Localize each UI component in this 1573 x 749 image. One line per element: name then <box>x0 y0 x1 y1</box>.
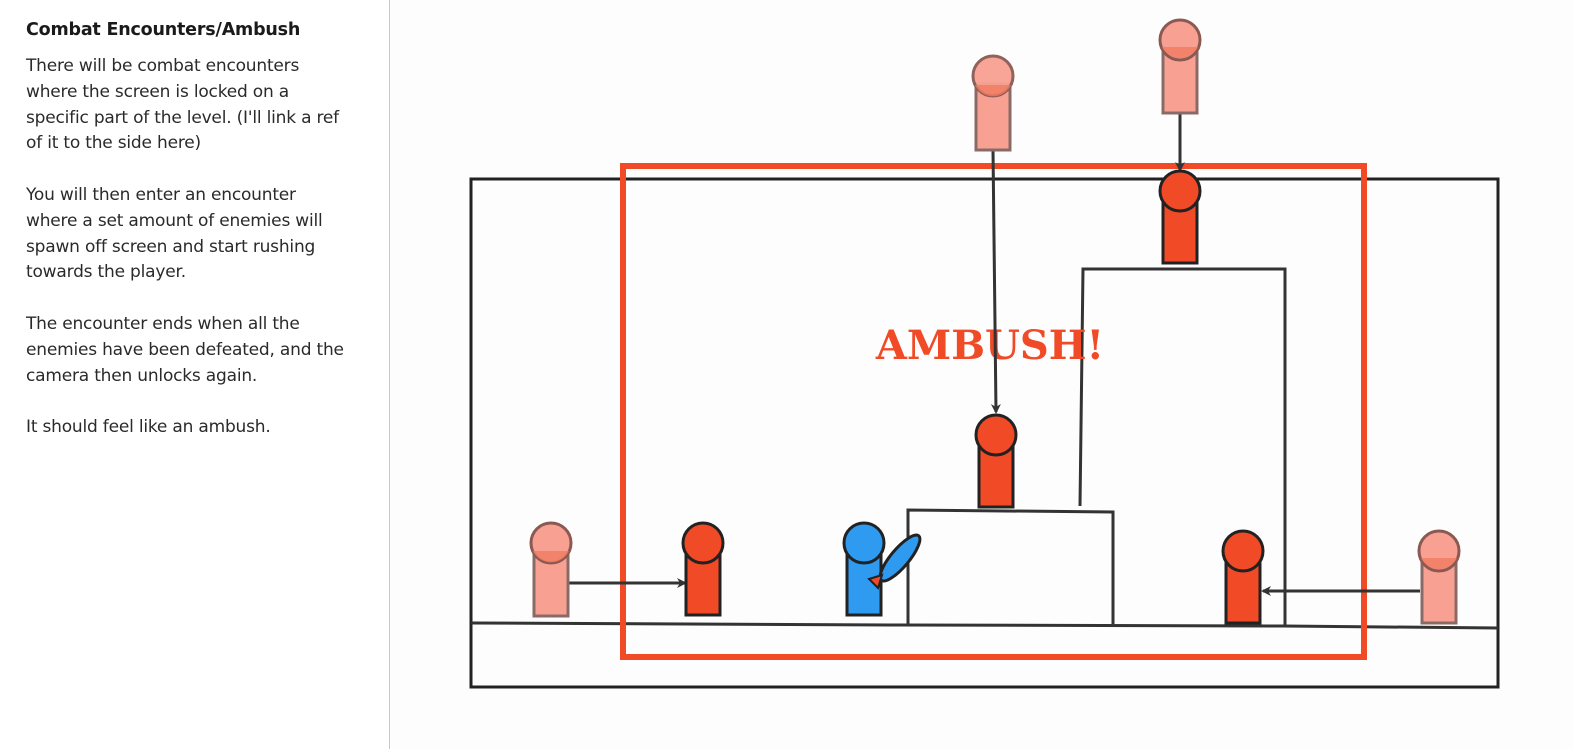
ghost-enemy-top-left <box>971 54 1015 152</box>
player-character <box>842 521 922 617</box>
paragraph: There will be combat encounters where th… <box>26 56 339 154</box>
level-frame <box>469 177 1500 689</box>
enemy-left <box>681 521 725 617</box>
enemy-top-platform <box>1158 169 1202 265</box>
enemy-right <box>1221 529 1265 625</box>
tall-platform <box>1078 267 1287 626</box>
paragraph: It should feel like an ambush. <box>26 417 271 438</box>
enemy-center <box>974 413 1018 509</box>
ghost-enemy-top-right <box>1158 18 1202 115</box>
sword-icon <box>867 533 922 590</box>
spawn-arrow-top-left <box>990 149 1001 414</box>
low-platform <box>906 508 1115 624</box>
ghost-enemy-left <box>529 521 573 618</box>
section-title: Combat Encounters/Ambush <box>26 20 301 40</box>
section-body: There will be combat encounters where th… <box>26 54 346 467</box>
ambush-label: AMBUSH! <box>875 322 1104 369</box>
paragraph: You will then enter an encounter where a… <box>26 184 323 283</box>
ground-line <box>470 621 1499 630</box>
side-panel: Combat Encounters/Ambush There will be c… <box>0 0 390 749</box>
ghost-enemy-right <box>1417 529 1461 625</box>
paragraph: The encounter ends when all the enemies … <box>26 313 344 386</box>
